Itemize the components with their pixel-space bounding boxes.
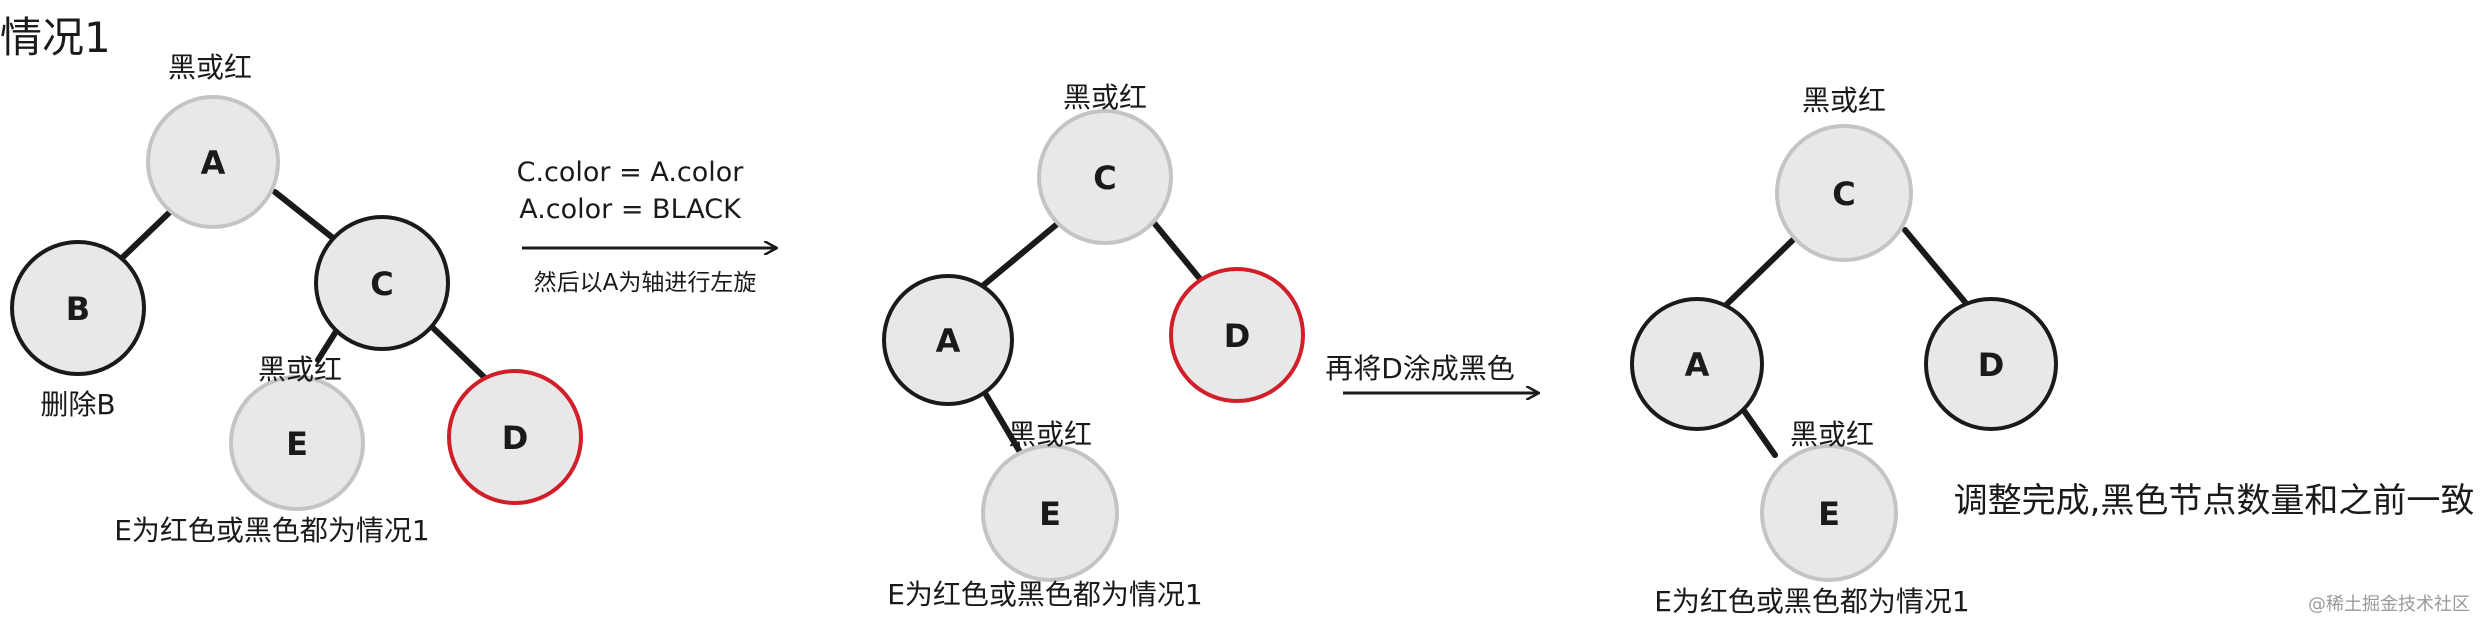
step1-line3: 然后以A为轴进行左旋 [534,270,757,296]
node-c [314,215,450,351]
node-e-label: E [286,425,308,463]
step1-line1: C.color = A.color [517,157,745,188]
node-d [447,369,583,505]
edge2-c-a [977,217,1065,291]
panel-rotated: C A D E 黑或红 黑或红 E为红色或黑色都为情况1 [882,81,1305,611]
step2-text: 再将D涂成黑色 [1325,352,1515,385]
node2-d-label: D [1224,317,1251,355]
node2-c-label: C [1093,159,1116,197]
node2-a [882,274,1014,406]
node2-c [1037,109,1173,245]
edge-c-d [427,322,488,381]
node3-d [1924,297,2058,431]
label-delete-b: 删除B [40,388,115,421]
label3-e-case: E为红色或黑色都为情况1 [1654,585,1970,618]
label3-c-color: 黑或红 [1802,84,1886,117]
label3-e-color: 黑或红 [1790,418,1874,451]
node-a-label: A [201,144,226,182]
node3-c [1775,124,1913,262]
node3-d-label: D [1978,346,2005,384]
edge3-c-a [1723,232,1801,308]
case-title: 情况1 [0,13,111,62]
node-b [10,240,146,376]
node3-e-label: E [1818,495,1840,533]
node3-a [1630,297,1764,431]
watermark: @稀土掘金技术社区 [2308,594,2470,615]
node3-e [1760,444,1898,582]
edge3-a-e [1737,402,1778,458]
node-e [229,375,365,511]
node2-a-label: A [936,322,961,360]
label-a-color: 黑或红 [168,51,252,84]
label2-c-color: 黑或红 [1063,81,1147,114]
node2-d [1169,267,1305,403]
panel-final: C A D E 黑或红 黑或红 E为红色或黑色都为情况1 调整完成,黑色节点数量… [1630,84,2475,618]
node3-a-label: A [1685,346,1710,384]
edge2-c-d [1147,215,1208,288]
node2-e-label: E [1039,495,1061,533]
result-note: 调整完成,黑色节点数量和之前一致 [1954,481,2475,521]
step2-arrow-group: 再将D涂成黑色 [1325,352,1538,393]
edge2-a-e [982,390,1023,455]
node-d-label: D [502,419,529,457]
label-e-case: E为红色或黑色都为情况1 [114,514,430,547]
label-e-color: 黑或红 [258,353,342,386]
node-c-label: C [370,265,393,303]
edge3-c-d [1902,227,1968,305]
node3-c-label: C [1832,175,1855,213]
step1-arrow-group: C.color = A.color A.color = BLACK 然后以A为轴… [517,157,776,296]
step1-line2: A.color = BLACK [519,194,742,225]
panel-before: A B C E D 黑或红 黑或红 删除B E为红色或黑色都为情况1 [10,51,583,547]
node-b-label: B [66,290,90,328]
node2-e [981,444,1119,582]
node-a [146,95,280,229]
label2-e-color: 黑或红 [1008,418,1092,451]
edge-a-c [272,189,341,245]
label2-e-case: E为红色或黑色都为情况1 [887,578,1203,611]
edge-a-b [119,207,175,261]
